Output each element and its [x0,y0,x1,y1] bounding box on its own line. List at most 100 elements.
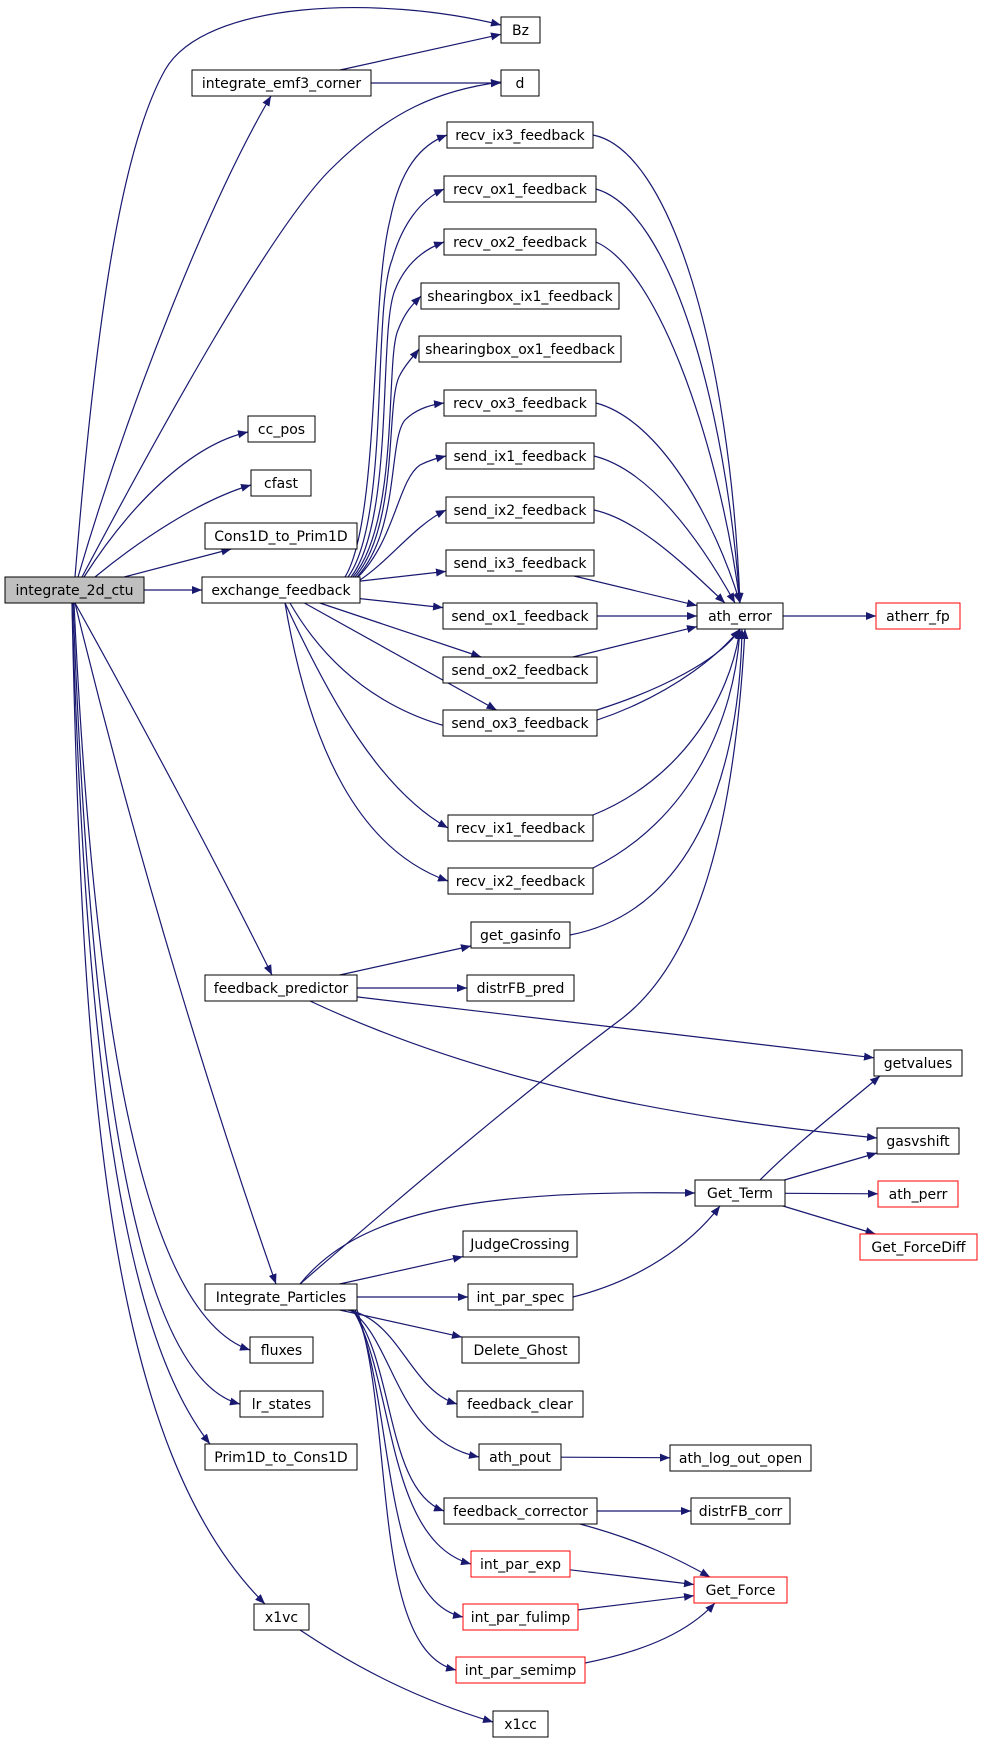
node-box[interactable] [442,602,598,630]
node-box[interactable] [204,1443,358,1471]
node-box[interactable] [470,1550,571,1578]
node-x1vc[interactable]: x1vc [253,1603,310,1631]
node-prim1d-to-cons1d[interactable]: Prim1D_to_Cons1D [204,1443,358,1471]
node-box[interactable] [201,576,361,604]
node-box[interactable] [443,175,597,203]
node-ath-pout[interactable]: ath_pout [478,1443,562,1471]
node-send-ix3-feedback[interactable]: send_ix3_feedback [445,549,595,577]
node-box[interactable] [876,1127,960,1155]
node-box[interactable] [239,1390,324,1418]
node-ath-error[interactable]: ath_error [696,602,784,630]
node-int-par-semimp[interactable]: int_par_semimp [455,1656,586,1684]
node-box[interactable] [467,1283,574,1311]
node-judgecrossing[interactable]: JudgeCrossing [462,1230,578,1258]
node-get-force[interactable]: Get_Force [693,1576,788,1604]
node-box[interactable] [445,549,595,577]
node-get-forcediff[interactable]: Get_ForceDiff [859,1233,978,1261]
node-get-term[interactable]: Get_Term [694,1179,786,1207]
node-send-ix1-feedback[interactable]: send_ix1_feedback [445,442,595,470]
node-box[interactable] [418,335,622,363]
node-cfast[interactable]: cfast [250,469,312,497]
node-box[interactable] [875,602,961,630]
node-recv-ox1-feedback[interactable]: recv_ox1_feedback [443,175,597,203]
node-box[interactable] [478,1443,562,1471]
node-integrate-particles[interactable]: Integrate_Particles [204,1283,358,1311]
node-send-ix2-feedback[interactable]: send_ix2_feedback [445,496,595,524]
node-box[interactable] [204,974,358,1002]
node-box[interactable] [443,389,597,417]
node-cc-pos[interactable]: cc_pos [247,415,316,443]
node-integrate-2d-ctu[interactable]: integrate_2d_ctu [4,576,145,604]
node-recv-ox3-feedback[interactable]: recv_ox3_feedback [443,389,597,417]
node-box[interactable] [445,442,595,470]
node-x1cc[interactable]: x1cc [492,1710,549,1738]
node-box[interactable] [250,469,312,497]
node-recv-ix2-feedback[interactable]: recv_ix2_feedback [447,867,594,895]
node-send-ox2-feedback[interactable]: send_ox2_feedback [442,656,598,684]
node-ath-log-out-open[interactable]: ath_log_out_open [669,1444,812,1472]
node-box[interactable] [492,1710,549,1738]
node-box[interactable] [447,867,594,895]
node-box[interactable] [455,1656,586,1684]
node-box[interactable] [461,1336,580,1364]
node-box[interactable] [456,1390,584,1418]
node-box[interactable] [443,1497,598,1525]
node-int-par-fulimp[interactable]: int_par_fulimp [462,1603,579,1631]
node-box[interactable] [859,1233,978,1261]
node-int-par-exp[interactable]: int_par_exp [470,1550,571,1578]
node-box[interactable] [204,522,358,550]
node-exchange-feedback[interactable]: exchange_feedback [201,576,361,604]
node-box[interactable] [462,1230,578,1258]
node-box[interactable] [204,1283,358,1311]
node-box[interactable] [873,1049,963,1077]
node-distrfb-pred[interactable]: distrFB_pred [466,974,575,1002]
node-box[interactable] [447,814,594,842]
node-box[interactable] [253,1603,310,1631]
node-box[interactable] [696,602,784,630]
node-send-ox3-feedback[interactable]: send_ox3_feedback [442,709,598,737]
node-box[interactable] [500,69,540,97]
node-recv-ix1-feedback[interactable]: recv_ix1_feedback [447,814,594,842]
node-box[interactable] [442,656,598,684]
node-gasvshift[interactable]: gasvshift [876,1127,960,1155]
node-recv-ix3-feedback[interactable]: recv_ix3_feedback [446,121,594,149]
node-shearingbox-ix1-feedback[interactable]: shearingbox_ix1_feedback [420,282,620,310]
node-box[interactable] [249,1336,314,1364]
node-distrfb-corr[interactable]: distrFB_corr [690,1497,791,1525]
node-box[interactable] [693,1576,788,1604]
node-send-ox1-feedback[interactable]: send_ox1_feedback [442,602,598,630]
node-d[interactable]: d [500,69,540,97]
node-lr-states[interactable]: lr_states [239,1390,324,1418]
node-atherr-fp[interactable]: atherr_fp [875,602,961,630]
node-integrate-emf3-corner[interactable]: integrate_emf3_corner [191,69,372,97]
node-box[interactable] [420,282,620,310]
node-get-gasinfo[interactable]: get_gasinfo [470,921,571,949]
node-box[interactable] [669,1444,812,1472]
node-feedback-corrector[interactable]: feedback_corrector [443,1497,598,1525]
node-cons1d-to-prim1d[interactable]: Cons1D_to_Prim1D [204,522,358,550]
node-feedback-clear[interactable]: feedback_clear [456,1390,584,1418]
node-box[interactable] [443,228,597,256]
node-int-par-spec[interactable]: int_par_spec [467,1283,574,1311]
node-fluxes[interactable]: fluxes [249,1336,314,1364]
node-box[interactable] [442,709,598,737]
node-delete-ghost[interactable]: Delete_Ghost [461,1336,580,1364]
node-getvalues[interactable]: getvalues [873,1049,963,1077]
node-box[interactable] [466,974,575,1002]
node-recv-ox2-feedback[interactable]: recv_ox2_feedback [443,228,597,256]
node-box[interactable] [247,415,316,443]
node-box[interactable] [191,69,372,97]
node-box[interactable] [462,1603,579,1631]
node-box[interactable] [877,1180,959,1208]
node-box[interactable] [690,1497,791,1525]
node-box[interactable] [4,576,145,604]
node-bz[interactable]: Bz [500,16,541,44]
node-shearingbox-ox1-feedback[interactable]: shearingbox_ox1_feedback [418,335,622,363]
node-feedback-predictor[interactable]: feedback_predictor [204,974,358,1002]
node-box[interactable] [446,121,594,149]
node-box[interactable] [694,1179,786,1207]
node-box[interactable] [500,16,541,44]
node-box[interactable] [445,496,595,524]
node-ath-perr[interactable]: ath_perr [877,1180,959,1208]
node-box[interactable] [470,921,571,949]
